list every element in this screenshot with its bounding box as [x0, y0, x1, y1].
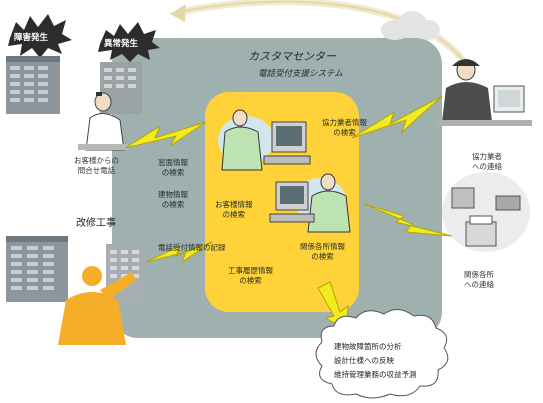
operator-bottom-icon: [269, 173, 351, 233]
building-icon-upper-middle: [100, 62, 142, 114]
lightning-bolt-mid-right-icon: [363, 203, 453, 237]
call-record-label: 電話受付情報の記録: [158, 243, 226, 252]
diagram-title: カスタマセンター: [248, 50, 336, 63]
office-equipment-icon: [442, 172, 530, 252]
abnormal-burst-label: 異常発生: [104, 39, 139, 49]
cloud-item: 維持管理業務の収益予測: [334, 370, 417, 379]
customer-info-label: お客様情報の検索: [215, 200, 253, 219]
result-cloud-icon: [315, 309, 449, 399]
customer-inquiry-label: お客様からの問合せ電話: [74, 156, 119, 175]
related-search-label: 関係各所情報の検索: [300, 242, 345, 261]
abnormal-burst-icon: [98, 22, 160, 62]
building-info-label: 建物情報の検索: [158, 190, 188, 209]
diagram-subtitle: 電話受付支援システム: [258, 69, 343, 79]
operator-top-icon: [218, 109, 311, 171]
lightning-bolt-bottom-left-icon: [145, 241, 213, 264]
lightning-bolt-left-icon: [124, 121, 207, 149]
construction-history-label: 工事履歴情報の検索: [228, 266, 273, 285]
worker-silhouette-icon: [58, 266, 136, 345]
failure-burst-label: 障害発生: [14, 33, 49, 43]
partner-search-label: 協力業者情報の検索: [322, 118, 367, 137]
partner-contact-label: 協力業者への連絡: [472, 152, 502, 171]
related-contact-label: 関係各所への連絡: [464, 270, 494, 289]
failure-burst-icon: [8, 14, 72, 58]
building-icon-bottom-left: [6, 236, 68, 302]
building-icon-top-left: [6, 56, 60, 114]
partner-person-icon: [436, 59, 532, 126]
cloud-item: 建物故障箇所の分析: [334, 342, 402, 351]
cloud-item: 設計仕様への反映: [334, 356, 394, 365]
feedback-curve-arrow-line: [179, 0, 471, 71]
window-info-label: 窓面情報の検索: [158, 158, 188, 177]
repair-work-label: 改修工事: [76, 218, 116, 229]
feedback-arrow-head: [170, 4, 186, 22]
lightning-bolt-top-right-icon: [351, 95, 443, 139]
customer-person-icon: [78, 92, 128, 151]
cloud-item-list: 建物故障箇所の分析 設計仕様への反映 維持管理業務の収益予測: [334, 340, 417, 382]
small-cloud-icon: [381, 11, 440, 40]
